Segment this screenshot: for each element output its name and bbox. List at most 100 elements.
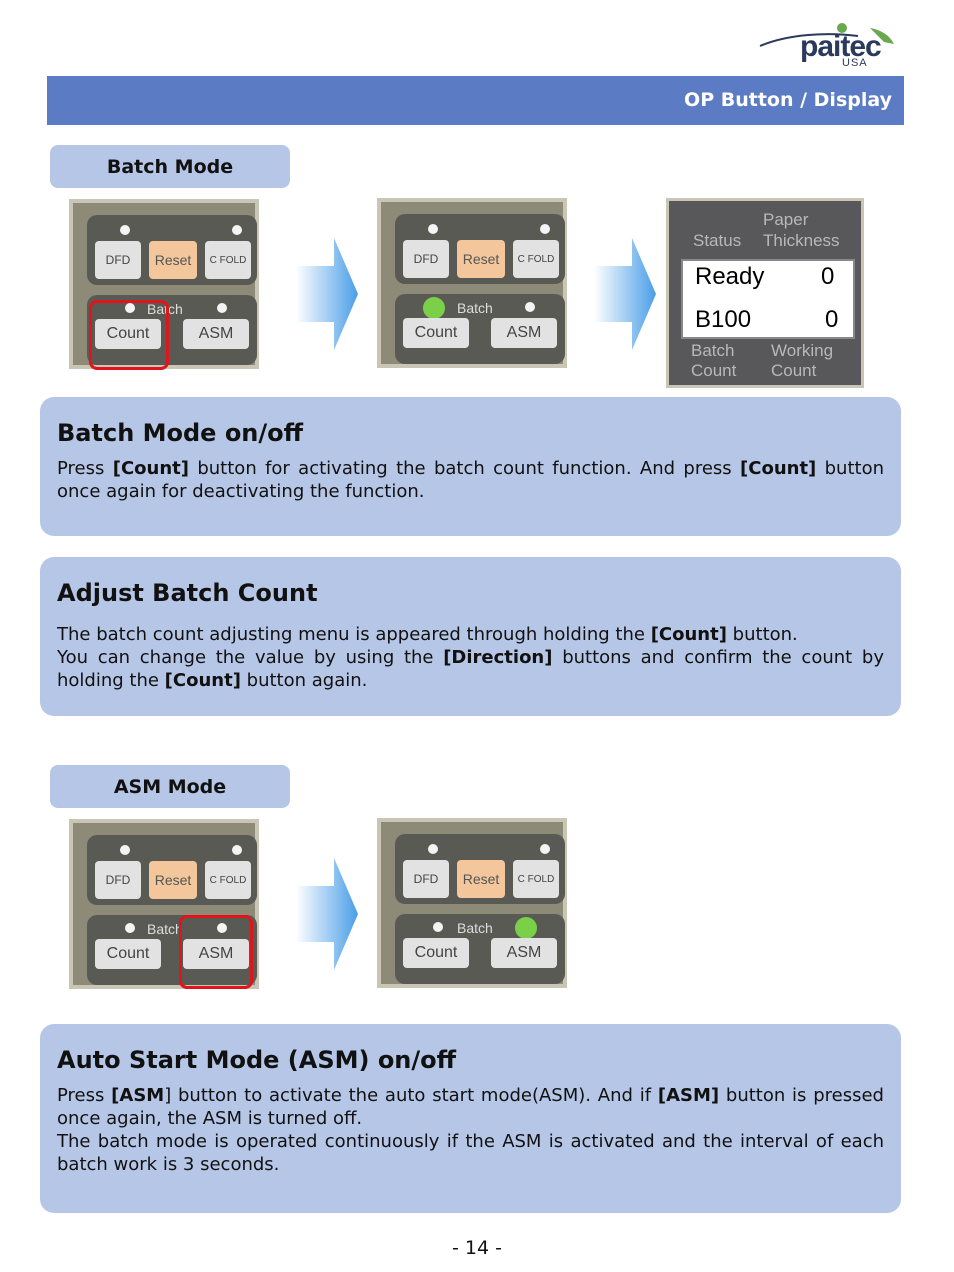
dfd-button[interactable]: DFD bbox=[403, 860, 449, 898]
led-asm-on bbox=[515, 917, 537, 939]
reset-button[interactable]: Reset bbox=[149, 241, 197, 279]
panel-batch: Batch Count ASM bbox=[87, 915, 257, 985]
text-run: button. bbox=[726, 624, 798, 645]
asm-keyword: [ASM] bbox=[657, 1085, 720, 1106]
reset-button[interactable]: Reset bbox=[457, 240, 505, 278]
led-cfold bbox=[540, 224, 550, 234]
asm-button[interactable]: ASM bbox=[491, 318, 557, 348]
dfd-button[interactable]: DFD bbox=[95, 861, 141, 899]
header-bar: OP Button / Display bbox=[47, 76, 904, 125]
batch-onoff-title: Batch Mode on/off bbox=[57, 419, 304, 447]
lcd-status-label: Status bbox=[693, 231, 742, 250]
led-dfd bbox=[428, 844, 438, 854]
led-cfold bbox=[232, 225, 242, 235]
batch-onoff-box: Batch Mode on/off Press [Count] button f… bbox=[40, 397, 901, 536]
count-keyword: [Count] bbox=[164, 670, 241, 691]
led-batch bbox=[433, 922, 443, 932]
count-button[interactable]: Count bbox=[403, 938, 469, 968]
page-title: OP Button / Display bbox=[684, 89, 892, 111]
text-run: button again. bbox=[240, 670, 368, 691]
text-run: buttons and confirm the count by holding… bbox=[57, 647, 885, 691]
dfd-button[interactable]: DFD bbox=[95, 241, 141, 279]
asm-title: Auto Start Mode (ASM) on/off bbox=[57, 1046, 457, 1074]
text-run: button for activating the batch count fu… bbox=[189, 458, 741, 479]
lcd-screen: Ready 0 B100 0 bbox=[681, 259, 855, 339]
led-dfd bbox=[428, 224, 438, 234]
text-run: You can change the value by using the bbox=[57, 647, 444, 668]
led-batch bbox=[125, 303, 135, 313]
cfold-button[interactable]: C FOLD bbox=[513, 240, 559, 278]
adjust-line-2: You can change the value by using the [D… bbox=[57, 646, 884, 692]
led-cfold bbox=[540, 844, 550, 854]
panel-top: DFD Reset C FOLD bbox=[395, 214, 565, 284]
lcd-paper-label: Paper bbox=[763, 210, 809, 229]
text-run: Press bbox=[57, 458, 113, 479]
paitec-logo: paitec USA bbox=[758, 22, 898, 72]
count-keyword: [Count] bbox=[112, 458, 189, 479]
asm-button[interactable]: ASM bbox=[491, 938, 557, 968]
led-dfd bbox=[120, 845, 130, 855]
batch-onoff-text: Press [Count] button for activating the … bbox=[57, 457, 884, 503]
batch-label: Batch bbox=[147, 921, 183, 937]
control-panel-count-highlight: DFD Reset C FOLD Batch Count ASM bbox=[69, 199, 259, 370]
asm-mode-tag: ASM Mode bbox=[50, 765, 290, 808]
right-arrow-icon bbox=[296, 238, 358, 350]
panel-top: DFD Reset C FOLD bbox=[87, 215, 257, 285]
asm-button[interactable]: ASM bbox=[183, 939, 249, 969]
lcd-count-label: Count bbox=[691, 361, 737, 380]
logo-text: paitec bbox=[800, 30, 882, 63]
cfold-button[interactable]: C FOLD bbox=[205, 861, 251, 899]
asm-highlight bbox=[179, 915, 253, 989]
logo-swoosh-icon bbox=[759, 23, 894, 47]
adjust-batch-box: Adjust Batch Count The batch count adjus… bbox=[40, 557, 901, 716]
panel-batch: Batch Count ASM bbox=[87, 295, 257, 365]
lcd-batch-label: Batch bbox=[691, 341, 735, 360]
dfd-button[interactable]: DFD bbox=[403, 240, 449, 278]
panel-batch: Batch Count ASM bbox=[395, 294, 565, 364]
led-batch-on bbox=[423, 297, 445, 319]
reset-button[interactable]: Reset bbox=[457, 860, 505, 898]
count-highlight bbox=[89, 300, 169, 370]
count-button[interactable]: Count bbox=[403, 318, 469, 348]
lcd-batch-value: 0 bbox=[825, 306, 839, 333]
panel-batch: Batch Count ASM bbox=[395, 914, 565, 984]
asm-line-2: The batch mode is operated continuously … bbox=[57, 1131, 884, 1175]
control-panel-asm-on: DFD Reset C FOLD Batch Count ASM bbox=[377, 818, 567, 988]
led-dfd bbox=[120, 225, 130, 235]
text-run: The batch count adjusting menu is appear… bbox=[57, 624, 651, 645]
control-panel-batch-on: DFD Reset C FOLD Batch Count ASM bbox=[377, 198, 567, 368]
text-run: Press bbox=[57, 1085, 112, 1106]
lcd-thickness-label: Thickness bbox=[763, 231, 840, 250]
cfold-button[interactable]: C FOLD bbox=[513, 860, 559, 898]
count-button[interactable]: Count bbox=[95, 939, 161, 969]
panel-top: DFD Reset C FOLD bbox=[395, 834, 565, 904]
direction-keyword: [Direction] bbox=[443, 647, 553, 668]
logo-sub: USA bbox=[842, 57, 868, 69]
batch-label: Batch bbox=[457, 920, 493, 936]
led-asm bbox=[525, 302, 535, 312]
count-button[interactable]: Count bbox=[95, 319, 161, 349]
lcd-batch-count-value-label: B100 bbox=[695, 306, 752, 333]
reset-button[interactable]: Reset bbox=[149, 861, 197, 899]
adjust-line-1: The batch count adjusting menu is appear… bbox=[57, 623, 884, 646]
lcd-ready-value: 0 bbox=[821, 263, 835, 290]
text-run: button once again for deactivating the f… bbox=[57, 458, 885, 502]
cfold-button[interactable]: C FOLD bbox=[205, 241, 251, 279]
panel-top: DFD Reset C FOLD bbox=[87, 835, 257, 905]
batch-mode-tag: Batch Mode bbox=[50, 145, 290, 188]
asm-line-1: Press [ASM] button to activate the auto … bbox=[57, 1084, 884, 1130]
text-run: ] button to activate the auto start mode… bbox=[164, 1085, 658, 1106]
led-batch bbox=[125, 923, 135, 933]
adjust-title: Adjust Batch Count bbox=[57, 579, 318, 607]
page-number: - 14 - bbox=[452, 1237, 502, 1259]
asm-keyword: [ASM bbox=[111, 1085, 165, 1106]
right-arrow-icon bbox=[296, 858, 358, 970]
led-cfold bbox=[232, 845, 242, 855]
right-arrow-icon bbox=[594, 238, 656, 350]
lcd-working-label: Working bbox=[771, 341, 834, 360]
led-asm bbox=[217, 923, 227, 933]
text-run: button is pressed once again, the ASM is… bbox=[57, 1085, 884, 1129]
lcd-working-count-label: Count bbox=[771, 361, 817, 380]
asm-button[interactable]: ASM bbox=[183, 319, 249, 349]
lcd-display: Status Paper Thickness Ready 0 B100 0 Ba… bbox=[666, 198, 864, 388]
